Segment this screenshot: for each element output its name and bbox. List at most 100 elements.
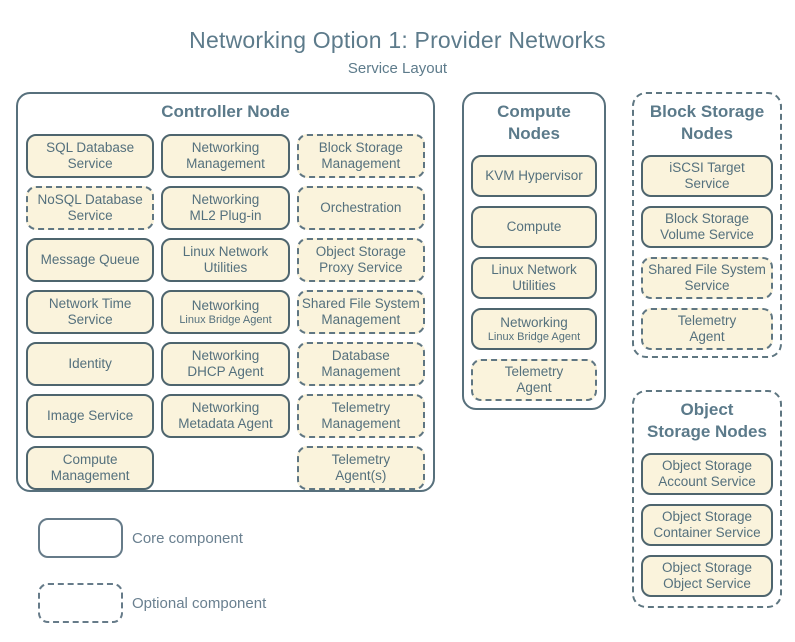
legend-optional-label: Optional component: [132, 595, 267, 612]
service-label-line: Networking: [191, 399, 260, 415]
service-label-line: Agent(s): [335, 468, 387, 484]
service-label-line: Volume Service: [660, 227, 754, 243]
service-label-line: Management: [321, 312, 401, 328]
service-label-line: Management: [321, 156, 401, 172]
service-label-line: Shared File System: [301, 295, 420, 311]
service-label-line: Proxy Service: [319, 260, 403, 276]
service-box: Identity: [26, 342, 155, 387]
service-label-line: Networking: [191, 297, 260, 313]
group-title: Controller Node: [18, 101, 433, 123]
service-label-line: Agent: [689, 329, 725, 345]
legend-core-label: Core component: [132, 530, 243, 547]
service-label-line: NoSQL Database: [37, 191, 143, 207]
page-title: Networking Option 1: Provider Networks: [189, 27, 606, 53]
service-label-line: Object Service: [663, 576, 751, 592]
group-title-line: Nodes: [681, 124, 733, 144]
service-label-line: Service: [67, 156, 113, 172]
service-label-line: Networking: [191, 139, 260, 155]
group-title-line: Block Storage: [649, 102, 765, 121]
service-label-line: Telemetry: [504, 363, 564, 379]
service-label-line: Compute: [62, 451, 118, 467]
service-label-line: Telemetry: [677, 312, 737, 328]
service-label-line: Management: [321, 416, 401, 432]
service-label-line: Block Storage: [318, 139, 403, 155]
service-label-line: Linux Bridge Agent: [487, 331, 581, 344]
service-label-line: Database: [331, 347, 390, 363]
service-box: Compute: [471, 206, 597, 249]
service-label-line: Networking: [191, 191, 260, 207]
service-label-line: Metadata Agent: [178, 416, 273, 432]
service-label-line: SQL Database: [46, 139, 135, 155]
service-label-line: Telemetry: [331, 451, 391, 467]
group-title-line: Nodes: [508, 124, 560, 144]
service-label-line: Identity: [68, 355, 112, 371]
service-label-line: Network Time: [48, 295, 132, 311]
service-label-line: Management: [50, 468, 130, 484]
service-label-line: KVM Hypervisor: [485, 167, 583, 183]
service-label-line: iSCSI Target: [669, 159, 745, 175]
service-label-line: Networking: [500, 314, 568, 330]
service-label-line: Object Storage: [661, 457, 753, 473]
service-box: Image Service: [26, 394, 155, 439]
service-label-line: Service: [67, 208, 113, 224]
empty-cell: [161, 446, 289, 490]
group-title-line: Compute: [497, 102, 571, 121]
service-label-line: Object Storage: [315, 243, 406, 259]
service-label-line: Compute: [506, 218, 562, 234]
service-label-line: Account Service: [658, 474, 756, 490]
page-subtitle: Service Layout: [347, 60, 448, 77]
service-label-line: Linux Network: [491, 261, 577, 277]
service-label-line: Service: [67, 312, 113, 328]
service-label-line: ML2 Plug-in: [189, 208, 262, 224]
service-label-line: Management: [186, 156, 265, 172]
service-box: KVM Hypervisor: [471, 155, 597, 198]
service-label-line: Block Storage: [664, 210, 750, 226]
service-label-line: Shared File System: [648, 261, 766, 277]
service-label-line: Networking: [191, 347, 260, 363]
service-label-line: Utilities: [512, 278, 556, 294]
legend-optional-swatch: [38, 583, 123, 623]
service-box: Message Queue: [26, 238, 155, 283]
service-label-line: Telemetry: [331, 399, 391, 415]
service-label-line: Linux Network: [182, 243, 269, 259]
service-label-line: Utilities: [203, 260, 248, 276]
service-label-line: Image Service: [47, 407, 134, 423]
legend-core-swatch: [38, 518, 123, 558]
service-label-line: Container Service: [653, 525, 761, 541]
service-label-line: Linux Bridge Agent: [179, 314, 272, 326]
service-label-line: Service: [684, 176, 730, 192]
